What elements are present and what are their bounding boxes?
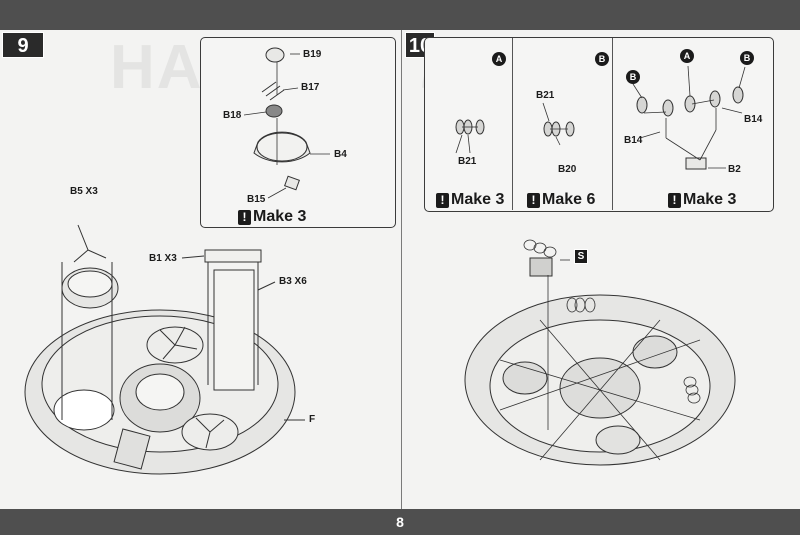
page-number: 8	[396, 514, 404, 530]
step-10-make-note-3: ! Make 3	[668, 191, 736, 209]
part-b18	[265, 104, 283, 118]
marker-a-center: A	[680, 49, 694, 63]
label-b21-panel-2: B21	[536, 90, 555, 101]
make-count: Make 3	[451, 191, 505, 208]
warning-icon: !	[527, 192, 540, 208]
center-dome	[559, 357, 641, 419]
step-9-make-note: ! Make 3	[238, 208, 306, 226]
marker-b-left: B	[626, 70, 640, 84]
label-b3: B3 X6	[279, 276, 307, 287]
saucer-opening	[53, 389, 115, 431]
warning-icon: !	[436, 192, 449, 208]
marker-b-right: B	[740, 51, 754, 65]
label-b5: B5 X3	[70, 186, 98, 197]
top-bar	[0, 0, 800, 30]
label-b17: B17	[301, 82, 320, 93]
label-b14-right: B14	[744, 114, 763, 125]
step-9-badge: 9	[2, 32, 44, 58]
step-10-make-note-2: ! Make 6	[527, 191, 595, 209]
make-count: Make 3	[253, 208, 307, 225]
label-b21-panel-1: B21	[458, 156, 477, 167]
inset-separator-1	[512, 38, 513, 210]
step-10-make-note-1: ! Make 3	[436, 191, 504, 209]
part-b5	[73, 224, 107, 263]
part-b1	[204, 249, 262, 263]
make-count: Make 3	[683, 191, 737, 208]
part-b15	[284, 175, 300, 191]
warning-icon: !	[238, 209, 251, 225]
marker-b-panel-2: B	[595, 52, 609, 66]
page-divider	[401, 30, 402, 509]
label-b18: B18	[223, 110, 242, 121]
label-b14-left: B14	[624, 135, 643, 146]
part-b3-group	[213, 269, 255, 391]
step-9-subassembly-inset	[200, 37, 396, 228]
bottom-bar	[0, 509, 800, 535]
label-b19: B19	[303, 49, 322, 60]
part-b19	[265, 47, 285, 63]
label-b15: B15	[247, 194, 266, 205]
label-f: F	[309, 414, 316, 425]
label-b4: B4	[334, 149, 347, 160]
label-b1: B1 X3	[149, 253, 177, 264]
label-b2: B2	[728, 164, 741, 175]
inset-separator-2	[612, 38, 613, 210]
warning-icon: !	[668, 192, 681, 208]
s-marker-tag: S	[574, 249, 588, 264]
marker-a-panel-1: A	[492, 52, 506, 66]
make-count: Make 6	[542, 191, 596, 208]
label-b20: B20	[558, 164, 577, 175]
